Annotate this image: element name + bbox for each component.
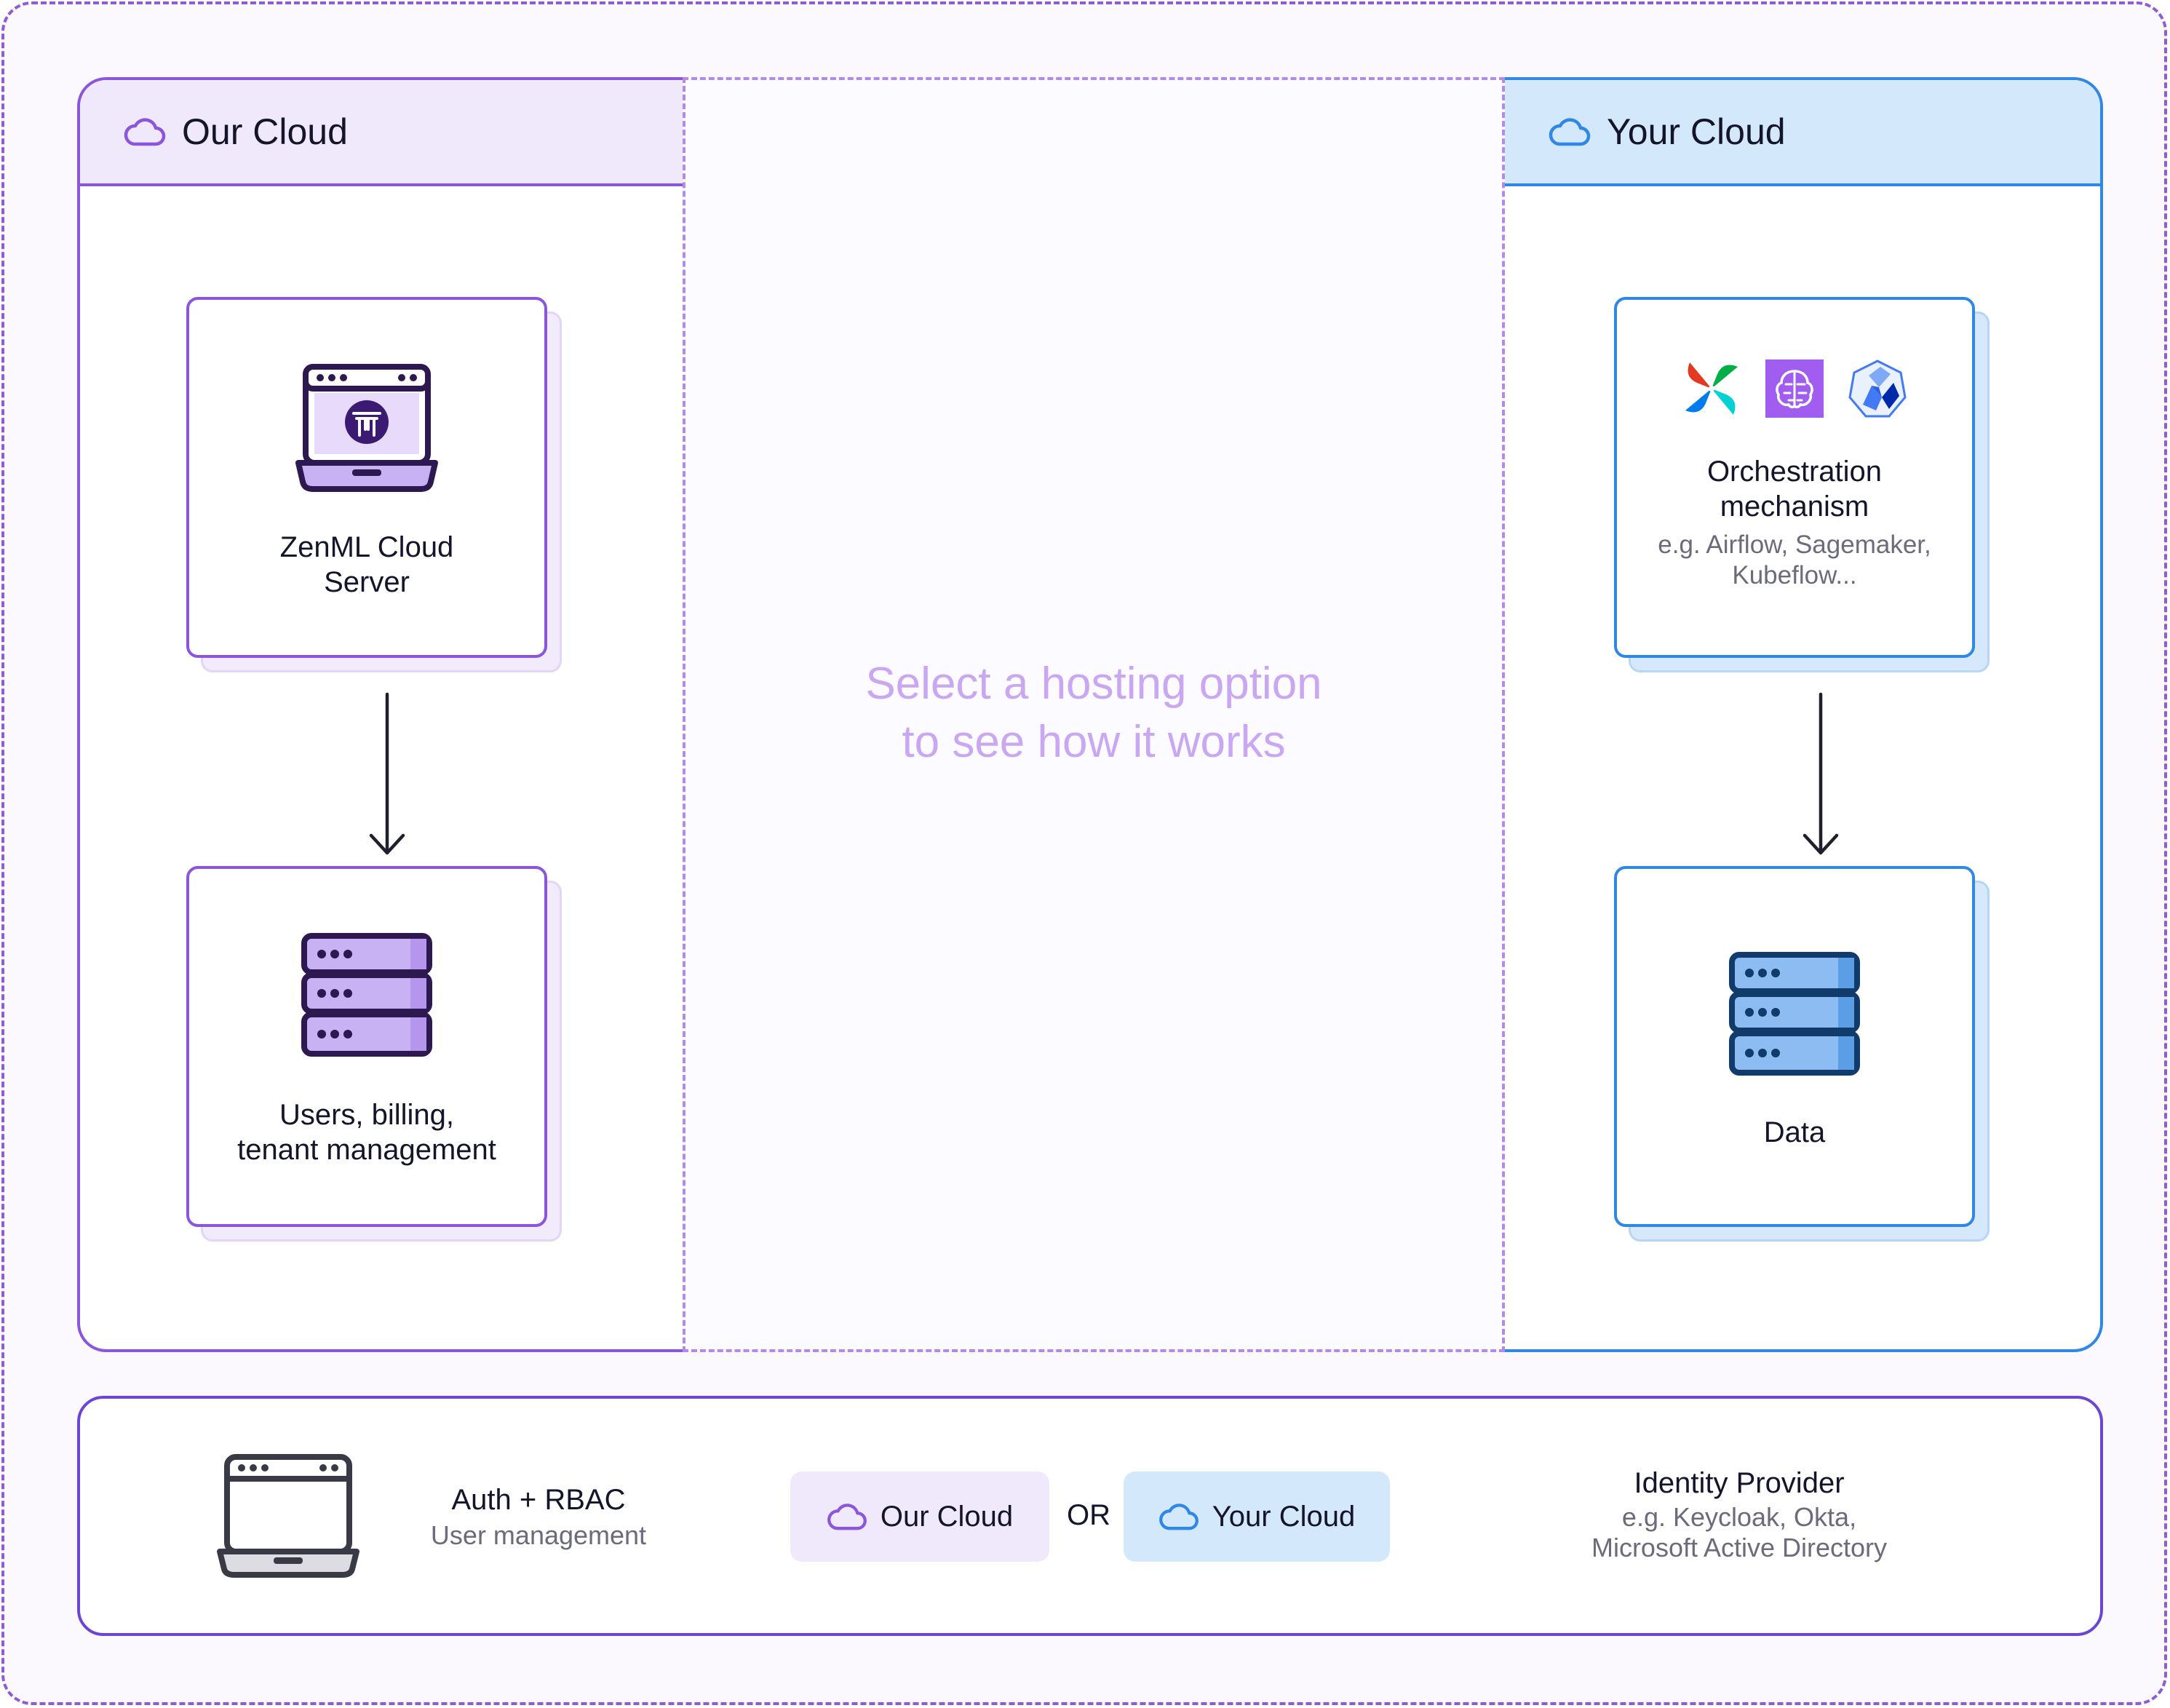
identity-provider-examples-line1: e.g. Keycloak, Okta, — [1621, 1502, 1857, 1532]
users-billing-label-line1: Users, billing, — [279, 1099, 455, 1131]
users-billing-label-line2: tenant management — [237, 1134, 496, 1166]
database-stack-icon — [1729, 952, 1860, 1076]
airflow-logo-icon — [1685, 362, 1738, 415]
identity-provider-examples-line2: Microsoft Active Directory — [1591, 1533, 1888, 1562]
users-billing-card: Users, billing, tenant management — [186, 866, 562, 1242]
down-arrow-icon — [1803, 692, 1839, 855]
zenml-server-card: ZenML Cloud Server — [186, 297, 562, 672]
orchestration-label-line1: Orchestration — [1706, 456, 1883, 488]
your-cloud-header: Your Cloud — [1505, 80, 2100, 186]
orchestration-examples-line2: Kubeflow... — [1732, 561, 1857, 589]
option-our-cloud-button[interactable]: Our Cloud — [790, 1471, 1049, 1562]
option-your-cloud-label: Your Cloud — [1212, 1500, 1356, 1533]
our-cloud-header: Our Cloud — [80, 80, 683, 186]
option-our-cloud-label: Our Cloud — [880, 1500, 1014, 1533]
laptop-browser-icon — [295, 364, 438, 492]
your-cloud-title: Your Cloud — [1607, 111, 1786, 152]
zenml-server-card-body: ZenML Cloud Server — [186, 297, 547, 658]
auth-rbac-bar: Auth + RBAC User management Our Cloud OR… — [77, 1396, 2103, 1636]
data-label: Data — [1763, 1116, 1826, 1148]
orchestration-label-line2: mechanism — [1720, 490, 1869, 523]
orchestration-examples-line1: e.g. Airflow, Sagemaker, — [1658, 531, 1931, 559]
down-arrow-icon — [369, 692, 405, 855]
or-separator: OR — [1067, 1499, 1110, 1531]
orchestrator-logos — [1681, 358, 1908, 419]
identity-provider-block: Identity Provider e.g. Keycloak, Okta, M… — [1535, 1464, 1943, 1563]
orchestration-card: Orchestration mechanism e.g. Airflow, Sa… — [1614, 297, 1990, 672]
cloud-icon — [1158, 1504, 1199, 1530]
select-hosting-line1: Select a hosting option — [865, 659, 1322, 709]
hosting-option-placeholder: Select a hosting option to see how it wo… — [683, 77, 1505, 1352]
select-hosting-line2: to see how it works — [902, 717, 1286, 767]
zenml-server-label-line2: Server — [324, 566, 410, 598]
zenml-server-label-line1: ZenML Cloud — [279, 531, 454, 563]
cloud-panels: Our Cloud — [77, 77, 2103, 1352]
our-cloud-title: Our Cloud — [182, 111, 348, 152]
data-card-body: Data — [1614, 866, 1975, 1227]
sagemaker-logo-icon — [1765, 360, 1824, 418]
cloud-icon — [124, 118, 166, 146]
cloud-icon — [827, 1504, 867, 1530]
laptop-browser-icon — [217, 1454, 359, 1578]
our-cloud-panel[interactable]: Our Cloud — [77, 77, 683, 1352]
identity-provider-title: Identity Provider — [1634, 1467, 1845, 1499]
orchestration-card-body: Orchestration mechanism e.g. Airflow, Sa… — [1614, 297, 1975, 658]
auth-rbac-block: Auth + RBAC User management — [422, 1482, 655, 1553]
auth-rbac-title: Auth + RBAC — [451, 1484, 626, 1516]
users-billing-card-body: Users, billing, tenant management — [186, 866, 547, 1227]
your-cloud-panel[interactable]: Your Cloud — [1505, 77, 2103, 1352]
select-hosting-prompt: Select a hosting option to see how it wo… — [685, 655, 1502, 771]
option-your-cloud-button[interactable]: Your Cloud — [1124, 1471, 1390, 1562]
user-management-label: User management — [430, 1520, 647, 1550]
kubeflow-logo-icon — [1848, 360, 1907, 418]
data-card: Data — [1614, 866, 1990, 1242]
server-stack-icon — [301, 933, 432, 1057]
cloud-icon — [1549, 118, 1591, 146]
